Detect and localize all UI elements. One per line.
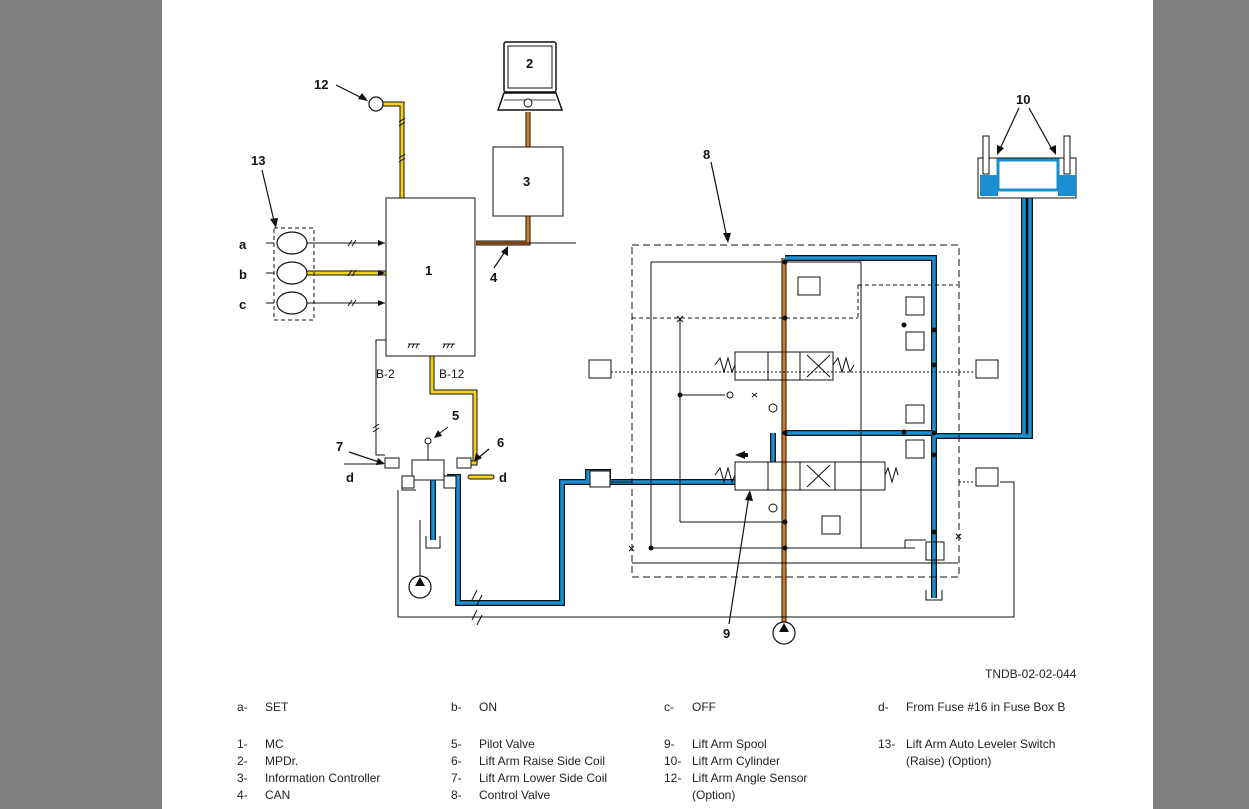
legend-key: 13- (878, 737, 896, 751)
harness-b2: B-2 (376, 367, 395, 381)
control-valve (607, 244, 975, 578)
callout-12: 12 (314, 77, 328, 92)
legend-text: (Option) (692, 788, 736, 802)
mc-controller-box (385, 197, 476, 357)
legend-key: 9- (664, 737, 675, 751)
ground-symbols (407, 343, 455, 349)
legend-text: Pilot Valve (479, 737, 535, 751)
legend-key: 3- (237, 771, 248, 785)
switch-pos-c: c (239, 297, 246, 312)
legend-text: OFF (692, 700, 716, 714)
legend-key: 4- (237, 788, 248, 802)
callout-2: 2 (526, 56, 533, 71)
legend-text: Control Valve (479, 788, 551, 802)
callout-1: 1 (425, 263, 432, 278)
legend-key: c- (664, 700, 674, 714)
lift-arm-cylinders (977, 107, 1077, 199)
legend-key: 1- (237, 737, 248, 751)
main-pump-icon (772, 621, 796, 645)
fuse-ref-left: d (346, 470, 354, 485)
angle-sensor-icon (368, 96, 384, 112)
legend-text: Lift Arm Auto Leveler Switch (906, 737, 1056, 751)
callout-10: 10 (1016, 92, 1030, 107)
document-page (162, 0, 1153, 809)
wire-ticks (347, 117, 483, 626)
callout-7: 7 (336, 439, 343, 454)
legend-key: 10- (664, 754, 682, 768)
legend-text: CAN (265, 788, 291, 802)
legend-key: 7- (451, 771, 462, 785)
info-controller-box (492, 146, 564, 217)
legend-text: (Raise) (Option) (906, 754, 992, 768)
pressure-sensors (588, 359, 999, 488)
legend-text: From Fuse #16 in Fuse Box B (906, 700, 1066, 714)
callout-8: 8 (703, 147, 710, 162)
legend-text: Lift Arm Spool (692, 737, 767, 751)
auto-leveler-switch-group (261, 169, 315, 321)
legend-text: Lift Arm Cylinder (692, 754, 781, 768)
legend-text: MPDr. (265, 754, 299, 768)
legend-text: SET (265, 700, 289, 714)
harness-b12: B-12 (439, 367, 465, 381)
legend-text: Lift Arm Angle Sensor (692, 771, 808, 785)
fuse-ref-right: d (499, 470, 507, 485)
legend-text: Lift Arm Lower Side Coil (479, 771, 608, 785)
legend-key: b- (451, 700, 462, 714)
legend-text: MC (265, 737, 284, 751)
valve-junctions (648, 259, 937, 551)
legend-text: Lift Arm Raise Side Coil (479, 754, 606, 768)
legend-key: 12- (664, 771, 682, 785)
legend-key: d- (878, 700, 889, 714)
legend-key: a- (237, 700, 248, 714)
legend-text: Information Controller (265, 771, 381, 785)
callout-9: 9 (723, 626, 730, 641)
legend-text: ON (479, 700, 497, 714)
callout-6: 6 (497, 435, 504, 450)
callout-4: 4 (490, 270, 498, 285)
legend-key: 6- (451, 754, 462, 768)
arrowheads (378, 240, 385, 306)
laptop-icon (496, 41, 564, 111)
legend-key: 2- (237, 754, 248, 768)
legend-key: 8- (451, 788, 462, 802)
figure-id: TNDB-02-02-044 (985, 667, 1077, 681)
callout-13: 13 (251, 153, 265, 168)
switch-pos-a: a (239, 237, 247, 252)
callout-3: 3 (523, 174, 530, 189)
pilot-pump-icon (408, 575, 432, 599)
signal-wires (304, 101, 495, 480)
pilot-valve (384, 426, 472, 489)
pilot-lines (430, 190, 1033, 606)
switch-pos-b: b (239, 267, 247, 282)
callout-5: 5 (452, 408, 459, 423)
legend-key: 5- (451, 737, 462, 751)
